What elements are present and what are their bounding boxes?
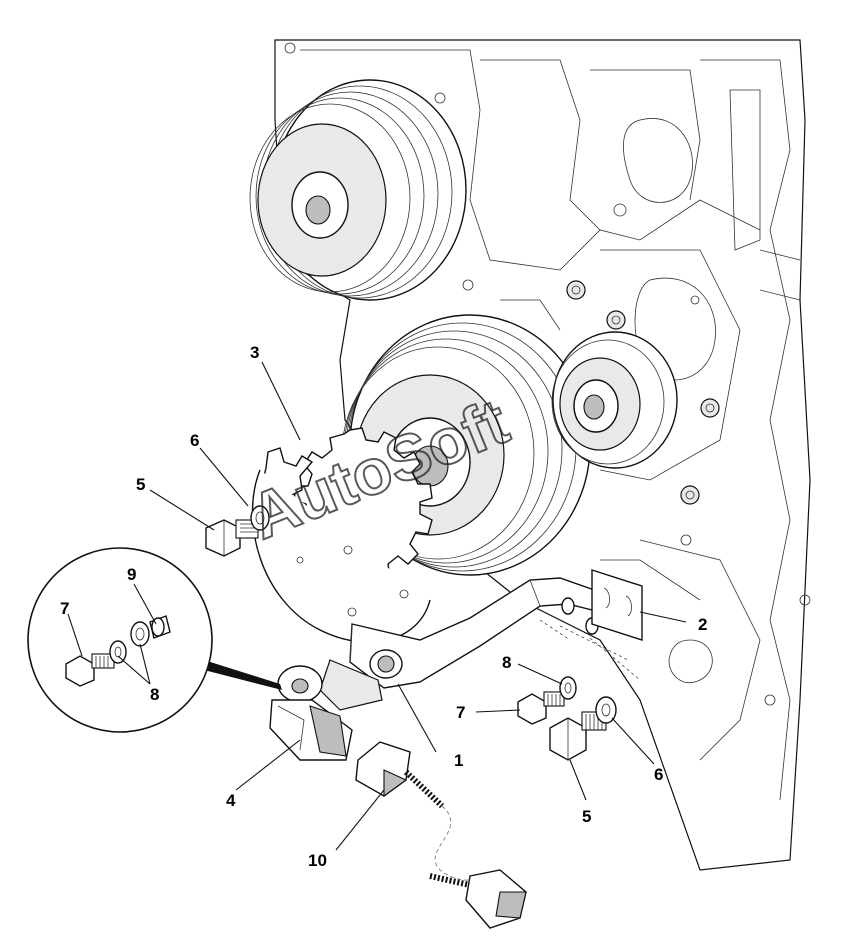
bolt-left [205, 519, 259, 557]
callout-9: 9 [127, 565, 136, 584]
inset-washer [130, 621, 150, 647]
callout-2: 2 [698, 615, 707, 634]
block-bolt [700, 398, 720, 418]
inset-washer [109, 640, 127, 664]
shim-plate [591, 569, 643, 641]
washer-right-6 [595, 696, 617, 724]
block-bolt [606, 310, 626, 330]
callout-5-left: 5 [136, 475, 145, 494]
block-bolt [680, 485, 700, 505]
callout-7-inset: 7 [60, 599, 69, 618]
crankshaft-position-sensor [269, 659, 383, 761]
callout-8-inset: 8 [150, 685, 159, 704]
idler-pulley [551, 331, 678, 469]
callout-1: 1 [454, 751, 463, 770]
washer-right-8 [559, 676, 577, 700]
leader-lines [67, 361, 687, 851]
inset-bolt [65, 653, 115, 687]
sensor-bracket [349, 577, 601, 689]
washer-left [250, 505, 270, 531]
block-bolt [566, 280, 586, 300]
callout-5-right: 5 [582, 807, 591, 826]
callout-3: 3 [250, 343, 259, 362]
connector-cable [355, 741, 527, 929]
detail-inset [27, 547, 282, 733]
callout-4: 4 [226, 791, 236, 810]
callout-10: 10 [308, 851, 327, 870]
bolt-right-5 [549, 711, 607, 761]
callout-6-left: 6 [190, 431, 199, 450]
upper-pulley [249, 79, 467, 301]
bolt-right-7 [517, 691, 565, 725]
callout-7-right: 7 [456, 703, 465, 722]
callout-8-right: 8 [502, 653, 511, 672]
callout-6-right: 6 [654, 765, 663, 784]
tone-wheel [251, 427, 433, 643]
